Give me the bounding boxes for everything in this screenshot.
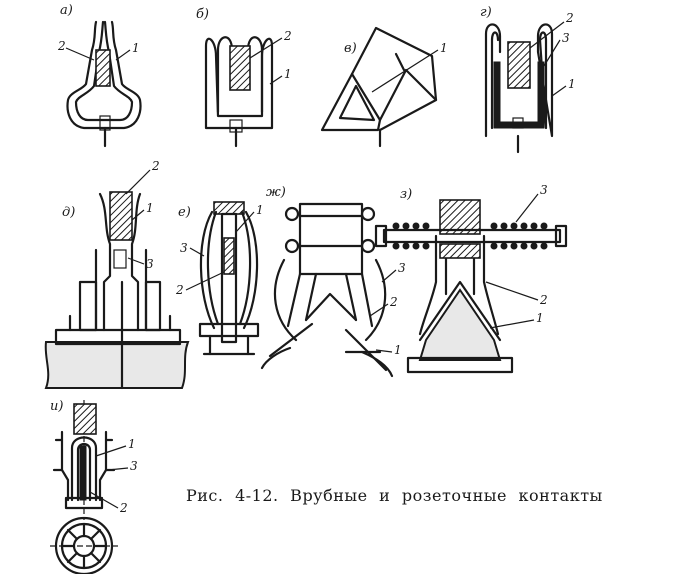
part-label-1: 1 — [394, 343, 402, 357]
part-label-1: 1 — [440, 41, 448, 55]
part-label-1: 1 — [568, 77, 576, 91]
blade-2 — [95, 49, 111, 87]
part-label-2: 2 — [175, 283, 184, 297]
panel-label-z: з) — [400, 187, 412, 202]
part-label-2: 2 — [389, 295, 398, 309]
panel-label-a: а) — [60, 3, 73, 18]
panel-z-spring-clamp-contact: з) 3 2 1 — [374, 183, 568, 374]
spring-coil — [392, 222, 548, 250]
part-label-2: 2 — [283, 29, 292, 43]
part-label-3: 3 — [130, 459, 138, 473]
panel-b-knife-contact: б) 2 1 — [196, 7, 292, 148]
panel-i-socket-contact: и) 1 3 2 — [50, 399, 138, 574]
part-label-1: 1 — [536, 311, 544, 325]
socket-section — [50, 516, 118, 574]
part-label-1: 1 — [284, 67, 292, 81]
blade-2 — [229, 45, 251, 91]
panel-label-i: и) — [50, 399, 63, 414]
panel-label-v: в) — [344, 41, 357, 56]
blade-2 — [109, 191, 133, 241]
part-label-1: 1 — [146, 201, 154, 215]
part-label-1: 1 — [128, 437, 136, 451]
panel-label-d: д) — [62, 205, 75, 220]
blade-2 — [507, 41, 531, 89]
part-label-3: 3 — [540, 183, 548, 197]
panel-v-v-contact: в) 1 — [320, 26, 448, 148]
part-label-1: 1 — [132, 41, 140, 55]
blade-2 — [439, 199, 481, 235]
panel-e-spring-contact: е) 1 3 2 — [175, 201, 264, 356]
panel-label-g: г) — [480, 5, 492, 20]
part-label-3: 3 — [146, 257, 154, 271]
panel-zh-clamp-contact: ж) 3 2 1 — [260, 185, 406, 378]
part-label-2: 2 — [57, 39, 66, 53]
panel-label-e: е) — [178, 205, 191, 220]
panel-label-zh: ж) — [266, 185, 286, 200]
part-label-1: 1 — [256, 203, 264, 217]
part-label-3: 3 — [398, 261, 406, 275]
part-label-2: 2 — [119, 501, 128, 515]
panel-a-knife-contact: а) 2 1 — [57, 3, 142, 148]
part-label-3: 3 — [180, 241, 188, 255]
part-label-2: 2 — [565, 11, 574, 25]
part-label-2: 2 — [539, 293, 548, 307]
panel-g-knife-contact: г) 2 3 1 — [480, 5, 576, 154]
panel-d-disconnector: д) 2 1 3 — [44, 159, 190, 390]
panel-label-b: б) — [196, 7, 209, 22]
blade-top — [213, 201, 245, 215]
figure-caption: Рис. 4-12. Врубные и розеточные контакты — [186, 486, 603, 505]
part-label-2: 2 — [151, 159, 160, 173]
part-label-3: 3 — [562, 31, 570, 45]
